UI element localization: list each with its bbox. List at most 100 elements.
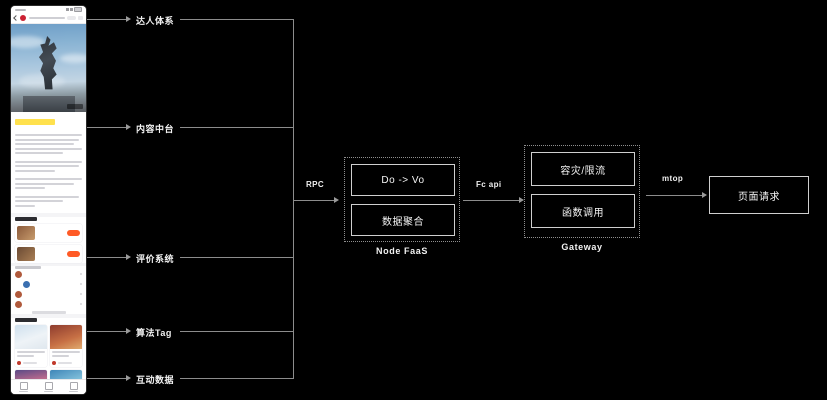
feature-label-3: 算法Tag [136, 328, 172, 338]
comment-avatar [15, 271, 22, 278]
article-card [11, 24, 86, 213]
highlight-badge [15, 119, 55, 125]
wifi-icon [70, 8, 73, 11]
post-author-avatar [52, 361, 56, 365]
feature-in-line [87, 127, 127, 128]
cloud-shape [19, 74, 65, 88]
tab-home[interactable] [11, 380, 36, 394]
group-node-faas: Do -> Vo 数据聚合 [344, 157, 460, 242]
phone-content-scroll[interactable] [11, 24, 86, 394]
rpc-line [293, 200, 335, 201]
comment-avatar [23, 281, 30, 288]
product-row[interactable] [15, 245, 82, 263]
feature-arrow-icon [126, 375, 131, 381]
tab-discover[interactable] [36, 380, 61, 394]
comment-item[interactable] [15, 301, 82, 308]
mtop-line [646, 195, 704, 196]
fc-api-line [463, 200, 521, 201]
comment-avatar [15, 301, 22, 308]
comments-header [15, 266, 41, 269]
statue-plinth [22, 96, 75, 112]
feature-label-4: 互动数据 [136, 375, 175, 385]
comment-like-icon[interactable] [80, 303, 82, 305]
feature-in-line [87, 378, 127, 379]
feature-label-0: 达人体系 [136, 16, 175, 26]
load-more-comments-button[interactable] [31, 311, 66, 314]
person-icon [69, 381, 78, 390]
feature-arrow-icon [126, 124, 131, 130]
phone-nav-bar [11, 13, 86, 24]
home-icon [19, 381, 28, 390]
statue-silhouette [38, 36, 57, 90]
article-body [11, 130, 86, 213]
group-gateway: 容灾/限流 函数调用 [524, 145, 640, 238]
cloud-shape [11, 36, 45, 48]
feature-arrow-icon [126, 16, 131, 22]
faas-item-data-aggregation[interactable]: 数据聚合 [351, 204, 455, 236]
compass-icon [44, 381, 53, 390]
feature-bus-line [293, 19, 294, 379]
group-label-node-faas: Node FaaS [376, 246, 428, 256]
more-menu-button[interactable] [78, 16, 83, 20]
post-author-avatar [17, 361, 21, 365]
post-card[interactable] [50, 325, 82, 367]
comment-avatar [15, 291, 22, 298]
group-label-gateway: Gateway [561, 242, 603, 252]
follow-button[interactable] [67, 16, 76, 20]
product-thumbnail [17, 247, 35, 261]
feature-out-line [180, 331, 294, 332]
image-counter-badge [67, 104, 83, 109]
section-title [15, 217, 37, 221]
comment-like-icon[interactable] [80, 283, 82, 285]
feature-out-line [180, 378, 294, 379]
status-indicators [66, 7, 82, 12]
back-arrow-icon[interactable] [13, 15, 19, 21]
comment-like-icon[interactable] [80, 273, 82, 275]
comment-item[interactable] [15, 271, 82, 278]
author-avatar[interactable] [20, 15, 26, 21]
rpc-arrow-icon [334, 197, 339, 203]
feature-in-line [87, 257, 127, 258]
feature-out-line [180, 257, 294, 258]
post-thumbnail [15, 325, 47, 349]
tab-profile[interactable] [61, 380, 86, 394]
gateway-item-function-invoke[interactable]: 函数调用 [531, 194, 635, 228]
feature-out-line [180, 19, 294, 20]
endpoint-page-request[interactable]: 页面请求 [709, 176, 809, 214]
comments-section [11, 266, 86, 314]
edge-label-fc-api: Fc api [476, 180, 502, 189]
signal-icon [66, 8, 69, 11]
feature-out-line [180, 127, 294, 128]
edge-label-mtop: mtop [662, 174, 684, 183]
product-buy-button[interactable] [67, 251, 80, 257]
battery-icon [74, 7, 82, 12]
feature-arrow-icon [126, 328, 131, 334]
post-card[interactable] [15, 325, 47, 367]
gateway-item-disaster-recovery[interactable]: 容灾/限流 [531, 152, 635, 186]
post-thumbnail [50, 325, 82, 349]
edge-label-rpc: RPC [306, 180, 325, 189]
product-thumbnail [17, 226, 35, 240]
section-title [15, 318, 37, 322]
faas-item-do-vo[interactable]: Do -> Vo [351, 164, 455, 196]
recommended-products-section [11, 217, 86, 263]
product-buy-button[interactable] [67, 230, 80, 236]
phone-status-bar [11, 6, 86, 13]
feature-in-line [87, 331, 127, 332]
hero-image[interactable] [11, 24, 86, 112]
feature-label-2: 评价系统 [136, 254, 175, 264]
phone-mockup [11, 6, 86, 394]
status-time [15, 8, 26, 11]
fc-api-arrow-icon [519, 197, 524, 203]
comment-item[interactable] [23, 281, 82, 288]
comment-like-icon[interactable] [80, 293, 82, 295]
phone-tab-bar [11, 379, 86, 394]
mtop-arrow-icon [702, 192, 707, 198]
product-row[interactable] [15, 224, 82, 242]
feature-label-1: 内容中台 [136, 124, 175, 134]
comment-item[interactable] [15, 291, 82, 298]
cloud-shape [60, 54, 86, 63]
feature-in-line [87, 19, 127, 20]
author-name [29, 16, 65, 20]
